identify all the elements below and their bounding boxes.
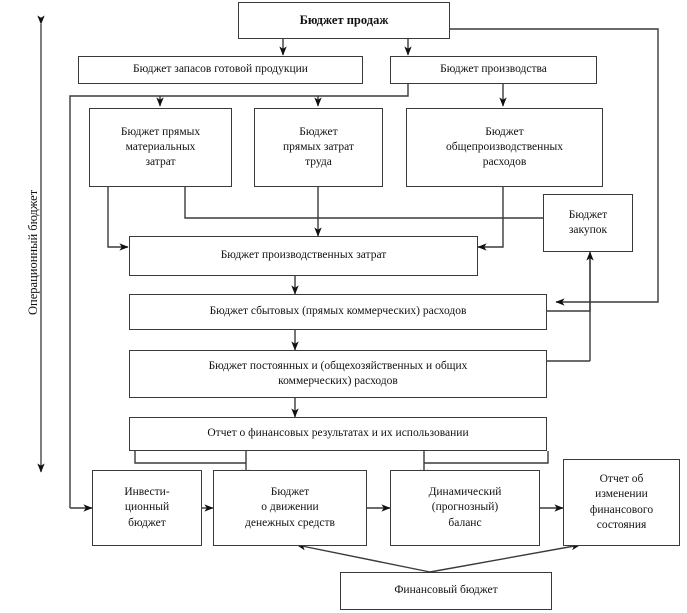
node-dynamic-forecast-balance[interactable]: Динамический (прогнозный) баланс (390, 470, 540, 546)
operational-budget-label: Операционный бюджет (26, 189, 40, 315)
node-label: Бюджет прямых затрат труда (283, 125, 354, 169)
edge-finresults-wrap-left (134, 451, 246, 464)
node-selling-costs-budget[interactable]: Бюджет сбытовых (прямых коммерческих) ра… (129, 294, 547, 330)
node-purchases-budget[interactable]: Бюджет закупок (543, 194, 633, 252)
edge-overhead-to-prodcost (477, 187, 504, 251)
edge-direct-mat-to-purchases (184, 187, 576, 222)
node-production-costs-budget[interactable]: Бюджет производственных затрат (129, 236, 478, 276)
node-sales-budget[interactable]: Бюджет продаж (238, 2, 450, 39)
node-label: Бюджет продаж (299, 13, 389, 28)
node-label: Бюджет о движении денежных средств (245, 486, 335, 529)
bus-production-left-rail (69, 84, 409, 508)
node-label: Бюджет прямых материальных затрат (120, 125, 201, 169)
node-label: Бюджет запасов готовой продукции (133, 63, 308, 76)
node-label: Инвести- ционный бюджет (124, 486, 170, 529)
node-label: Бюджет сбытовых (прямых коммерческих) ра… (209, 305, 467, 318)
node-label: Динамический (прогнозный) баланс (428, 486, 502, 529)
node-label: Бюджет общепроизводственных расходов (446, 125, 563, 169)
node-label: Финансовый бюджет (394, 584, 498, 597)
node-label: Отчет об изменении финансового состояния (589, 473, 654, 531)
node-label: Отчет о финансовых результатах и их испо… (207, 427, 469, 440)
node-cash-flow-budget[interactable]: Бюджет о движении денежных средств (213, 470, 367, 546)
edge-finbudget-to-finstate (429, 542, 581, 573)
node-label: Бюджет постоянных и (общехозяйственных и… (208, 359, 468, 387)
node-financial-state-change-report[interactable]: Отчет об изменении финансового состояния (563, 459, 680, 546)
node-direct-material-costs-budget[interactable]: Бюджет прямых материальных затрат (89, 108, 232, 187)
node-investment-budget[interactable]: Инвести- ционный бюджет (92, 470, 202, 546)
node-overhead-costs-budget[interactable]: Бюджет общепроизводственных расходов (406, 108, 603, 187)
node-financial-budget[interactable]: Финансовый бюджет (340, 572, 552, 610)
node-production-budget[interactable]: Бюджет производства (390, 56, 597, 84)
edge-sales-to-selling (449, 28, 659, 306)
node-label: Бюджет закупок (568, 208, 608, 236)
node-label: Бюджет производства (440, 63, 547, 76)
node-finished-goods-stock-budget[interactable]: Бюджет запасов готовой продукции (78, 56, 363, 84)
edge-finbudget-to-cashflow (296, 543, 431, 573)
edge-direct-mat-to-prodcost (107, 187, 129, 251)
node-label: Бюджет производственных затрат (220, 249, 387, 262)
edge-finresults-wrap-right (424, 451, 549, 464)
node-fixed-costs-budget[interactable]: Бюджет постоянных и (общехозяйственных и… (129, 350, 547, 398)
node-financial-results-report[interactable]: Отчет о финансовых результатах и их испо… (129, 417, 547, 451)
node-direct-labour-costs-budget[interactable]: Бюджет прямых затрат труда (254, 108, 383, 187)
rail-selling-to-purchases (547, 258, 591, 312)
